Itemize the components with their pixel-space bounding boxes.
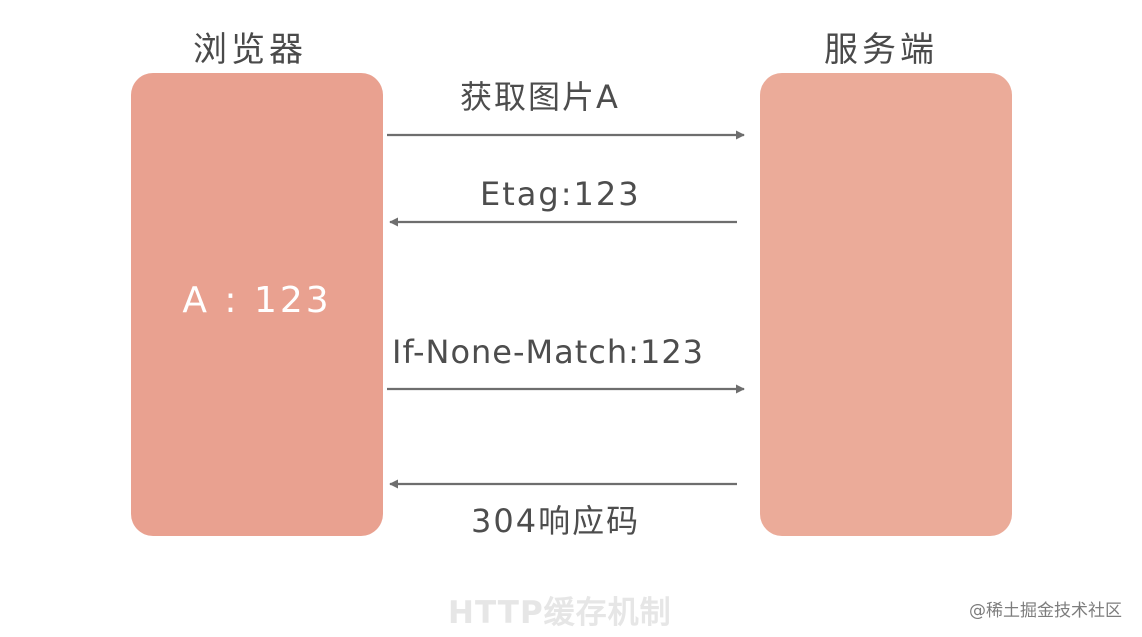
browser-cache-entry: A : 123 — [182, 280, 332, 321]
browser-label: 浏览器 — [193, 30, 307, 70]
message-label-304: 304响应码 — [471, 502, 641, 540]
message-label-request-image: 获取图片A — [460, 78, 620, 116]
browser-box — [131, 73, 383, 536]
server-box — [760, 73, 1012, 536]
diagram-caption: HTTP缓存机制 — [448, 595, 672, 631]
message-label-if-none-match: If-None-Match:123 — [392, 333, 705, 371]
watermark: @稀土掘金技术社区 — [969, 601, 1122, 621]
server-label: 服务端 — [824, 30, 938, 70]
message-label-etag: Etag:123 — [480, 175, 641, 213]
